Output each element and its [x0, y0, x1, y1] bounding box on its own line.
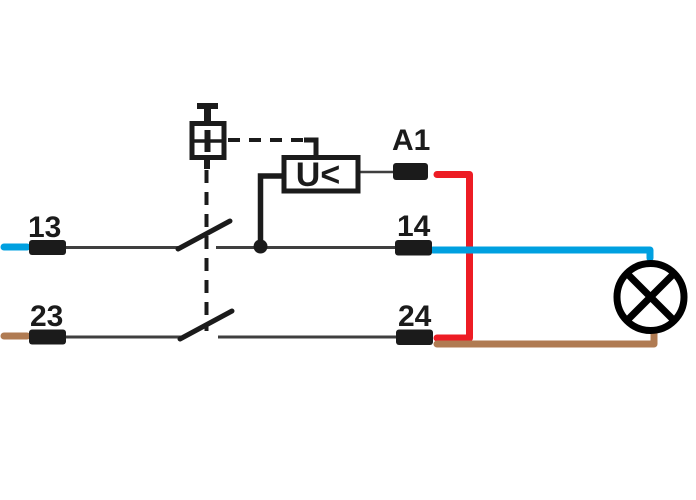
lamp-circle: [613, 260, 688, 334]
label-terminal-23: 23: [30, 300, 63, 333]
brown-wire-24-to-lamp: [433, 328, 658, 348]
undervoltage-relay-label: U<: [296, 156, 340, 194]
terminal-block-13: [29, 240, 66, 255]
blue-wire-14-to-lamp: [429, 246, 654, 262]
label-terminal-24: 24: [398, 300, 432, 333]
label-terminal-14: 14: [397, 210, 431, 243]
terminal-block-24: [396, 329, 433, 345]
nc-contact-23-24-blade: [177, 308, 235, 342]
relay-feed-elbow-line: [257, 173, 284, 247]
linkage-corner-elbow: [304, 137, 319, 156]
estop-actuator-icon: [189, 103, 227, 169]
terminal-block-a1: [393, 163, 428, 180]
indicator-lamp-icon: [613, 260, 688, 334]
nc-contact-13-14-blade: [175, 218, 233, 252]
actuator-head-bar: [197, 103, 218, 109]
label-terminal-13: 13: [28, 211, 61, 244]
terminal-block-14: [395, 240, 432, 256]
actuator-stem-top: [204, 107, 211, 124]
relay-box-outline: [281, 155, 361, 194]
junction-dot: [253, 239, 268, 254]
label-terminal-a1: A1: [392, 124, 430, 157]
actuator-stem-bottom: [204, 158, 210, 169]
undervoltage-relay-box: U<: [281, 155, 361, 194]
terminal-block-23: [29, 329, 66, 345]
lamp-cross-line-2: [624, 271, 677, 323]
red-wire-a1-to-24: [433, 171, 473, 342]
